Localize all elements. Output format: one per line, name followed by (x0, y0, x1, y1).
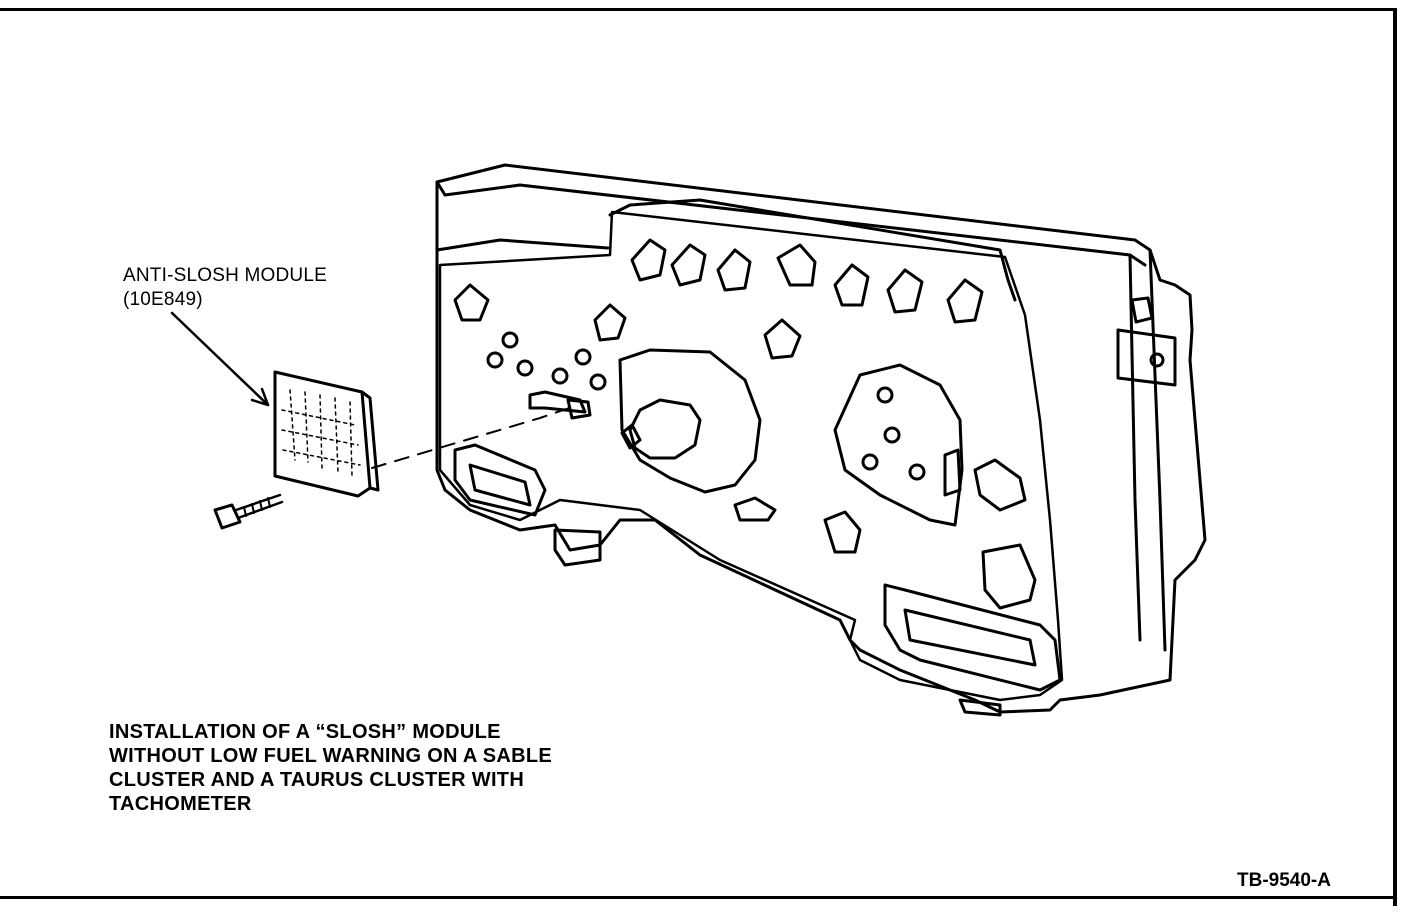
caption-line-2: WITHOUT LOW FUEL WARNING ON A SABLE (109, 745, 553, 767)
callout-line-1: ANTI-SLOSH MODULE (123, 265, 327, 286)
callout-leader-arrow (170, 311, 270, 407)
figure-id: TB-9540-A (1237, 870, 1331, 891)
alignment-dashed-line (371, 405, 576, 469)
anti-slosh-module-label: ANTI-SLOSH MODULE (10E849) (123, 264, 327, 312)
caption-line-1: INSTALLATION OF A “SLOSH” MODULE (109, 721, 501, 743)
mounting-screw (213, 493, 284, 530)
callout-line-2: (10E849) (123, 289, 203, 310)
caption-line-3: CLUSTER AND A TAURUS CLUSTER WITH (109, 769, 525, 791)
caption-line-4: TACHOMETER (109, 793, 252, 815)
anti-slosh-module-board (273, 370, 380, 498)
frame-border-bottom (0, 896, 1397, 899)
cluster-faceplate (438, 210, 1177, 717)
frame-border-right (1393, 8, 1397, 906)
frame-border-top (0, 8, 1397, 11)
figure-caption: INSTALLATION OF A “SLOSH” MODULE WITHOUT… (109, 720, 552, 816)
cluster-housing (435, 163, 1207, 714)
